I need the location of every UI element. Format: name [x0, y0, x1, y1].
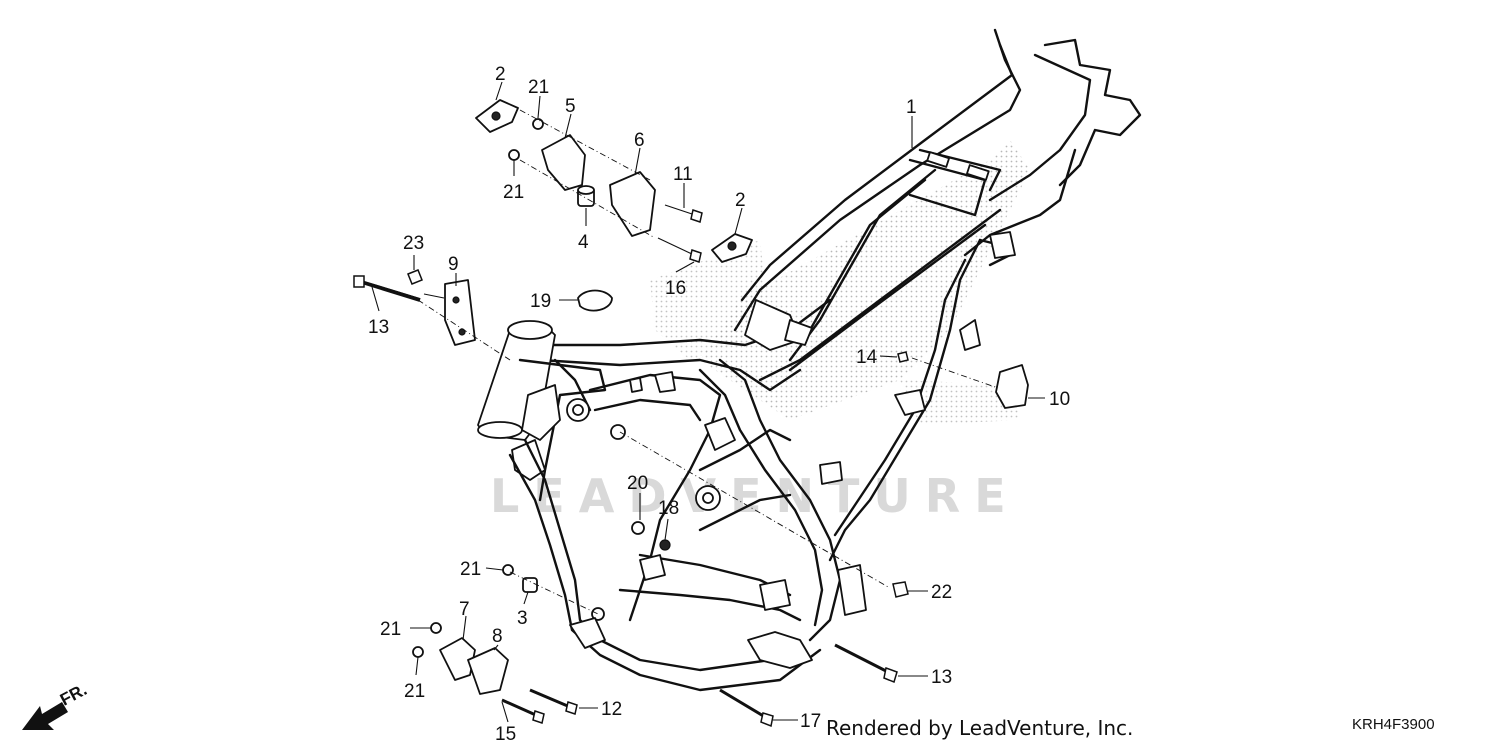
long-bolt [353, 275, 421, 302]
callout-17: 16 [665, 278, 686, 299]
callout-10: 10 [1049, 389, 1070, 410]
callout-23: 23 [403, 233, 424, 254]
watermark-logo [650, 140, 1030, 425]
callout-8: 8 [492, 626, 503, 647]
callout-6: 6 [634, 130, 645, 151]
callout-13: 13 [368, 317, 389, 338]
small-bolt [897, 351, 909, 363]
callout-15: 15 [495, 724, 516, 745]
bolt [501, 698, 545, 724]
collar [577, 185, 595, 207]
nut [532, 118, 544, 130]
callout-21: 21 [380, 619, 401, 640]
callout-19: 19 [530, 291, 551, 312]
callout-3: 3 [517, 608, 528, 629]
front-direction-arrow: FR. [22, 680, 90, 730]
diagram-code: KRH4F3900 [1352, 716, 1435, 733]
clamp-part [475, 99, 519, 133]
callout-21: 21 [528, 77, 549, 98]
nut [508, 149, 520, 161]
nut [659, 539, 671, 551]
main-frame [477, 28, 1142, 692]
collar [522, 577, 538, 593]
nut [502, 564, 514, 576]
callout-11: 11 [673, 164, 693, 185]
bolt [664, 204, 703, 223]
leader-lines [371, 81, 1045, 723]
long-bolt-lower [834, 643, 898, 684]
hanger-plate-left [541, 134, 586, 191]
callout-18: 18 [658, 498, 679, 519]
callout-7: 7 [459, 599, 470, 620]
callout-4: 4 [578, 232, 589, 253]
long-bolt-rear [719, 688, 774, 728]
callout-9: 9 [448, 254, 459, 275]
render-credit: Rendered by LeadVenture, Inc. [826, 716, 1134, 740]
callout-2: 2 [495, 64, 506, 85]
callout-1: 1 [906, 97, 917, 118]
nut [631, 521, 645, 535]
callout-22: 22 [931, 582, 952, 603]
callout-16: 17 [800, 711, 821, 732]
clamp-part-2 [711, 233, 753, 263]
callout-21: 21 [404, 681, 425, 702]
callout-2: 2 [735, 190, 746, 211]
callout-5: 5 [565, 96, 576, 117]
watermark-text: LEADVENTURE [490, 469, 1020, 523]
callout-12: 12 [601, 699, 622, 720]
nut [430, 622, 442, 634]
nut [412, 646, 424, 658]
bolt [657, 237, 702, 263]
band-clip [577, 289, 613, 312]
callout-21: 21 [460, 559, 481, 580]
callout-labels: 2 21 5 6 11 2 21 4 16 1 23 9 13 19 14 10… [368, 64, 1070, 745]
nut [407, 269, 423, 285]
bolt [529, 688, 578, 715]
callout-21: 21 [503, 182, 524, 203]
callout-13: 13 [931, 667, 952, 688]
hanger-plate-right [609, 171, 656, 237]
bracket-hole [452, 296, 460, 304]
nut [892, 581, 909, 598]
harness-clip [995, 364, 1029, 409]
callout-14: 14 [856, 347, 878, 368]
hanger-plate-lower-right [467, 647, 509, 695]
callout-20: 20 [627, 473, 648, 494]
bracket [444, 279, 476, 346]
